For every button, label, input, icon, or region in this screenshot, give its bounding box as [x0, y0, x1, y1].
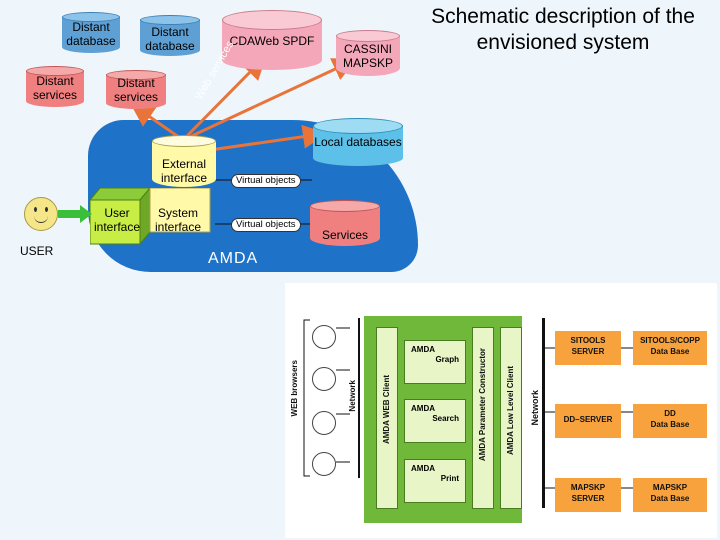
arrow-to-local-db: [209, 124, 327, 152]
distant-database-2: Distant database: [140, 15, 200, 59]
browser-bracket: [303, 319, 350, 477]
mapskp-server-box: MAPSKP SERVER: [555, 478, 621, 512]
low-level-client-label: AMDA Low Level Client: [506, 366, 515, 456]
server-connectors: [545, 347, 633, 489]
param-constructor-label: AMDA Parameter Constructor: [478, 348, 487, 462]
amda-search-title: AMDA: [411, 404, 435, 413]
amda-search-box: AMDA Search: [404, 399, 466, 443]
cassini-label: CASSINI MAPSKP: [342, 42, 393, 70]
web-browsers-label: WEB browsers: [290, 360, 299, 417]
cassini-mapskp: CASSINI MAPSKP: [336, 30, 400, 78]
mapskp-database-box: MAPSKP Data Base: [633, 478, 707, 512]
amda-label: AMDA: [208, 250, 259, 267]
amda-web-client-bar: [376, 327, 398, 509]
services: Services: [310, 200, 380, 248]
amda-graph-title: AMDA: [411, 345, 435, 354]
interface-box: [90, 188, 211, 246]
arrow-to-cdaweb: [181, 55, 267, 142]
amda-graph-sub: Graph: [435, 355, 459, 364]
cdaweb-label: CDAWeb SPDF: [229, 34, 315, 48]
distant-services-2: Distant services: [106, 70, 166, 112]
services-label: Services: [321, 228, 368, 242]
sitools-copp-line2: Data Base: [650, 347, 690, 356]
distant-database-1-label: Distant database: [66, 20, 116, 48]
dd-database-line1: DD: [664, 409, 676, 418]
browser-circle-1: [312, 325, 336, 349]
browser-circle-3: [312, 411, 336, 435]
amda-web-client-label: AMDA WEB Client: [382, 375, 391, 445]
page-title: Schematic description of the envisioned …: [431, 5, 695, 54]
sitools-copp-line1: SITOOLS/COPP: [640, 336, 700, 345]
virtual-objects-1: Virtual objects: [231, 174, 301, 188]
distant-services-1: Distant services: [26, 66, 84, 110]
user-interface-label: User interface: [93, 206, 141, 234]
sitools-server-line2: SERVER: [571, 347, 605, 356]
amda-print-sub: Print: [440, 474, 459, 483]
low-level-client-bar: [500, 327, 522, 509]
arrow-to-cassini: [182, 58, 357, 142]
dd-server-line1: DD–SERVER: [563, 415, 613, 424]
user-label: USER: [20, 244, 54, 258]
amda-print-title: AMDA: [411, 464, 435, 473]
network-left-label: Network: [348, 380, 357, 412]
distant-database-2-label: Distant database: [145, 25, 195, 53]
dd-server-box: DD–SERVER: [555, 404, 621, 438]
virtual-objects-2: Virtual objects: [231, 218, 301, 232]
browser-circle-2: [312, 367, 336, 391]
network-right-label: Network: [530, 390, 540, 426]
network-left-bar: [358, 318, 360, 478]
mapskp-server-line1: MAPSKP: [570, 483, 606, 492]
user-arrow-icon: [58, 205, 92, 223]
distant-services-1-label: Distant services: [32, 74, 77, 102]
param-constructor-bar: [472, 327, 494, 509]
distant-services-2-label: Distant services: [113, 76, 158, 104]
user-smiley-icon: [24, 197, 58, 231]
sitools-copp-box: SITOOLS/COPP Data Base: [633, 331, 707, 365]
amda-graph-box: AMDA Graph: [404, 340, 466, 384]
local-databases: Local databases: [313, 118, 403, 168]
system-interface-label: System interface: [154, 206, 202, 234]
cdaweb-spdf: CDAWeb SPDF: [222, 10, 322, 72]
dd-database-line2: Data Base: [650, 420, 690, 429]
mapskp-database-line1: MAPSKP: [652, 483, 688, 492]
mapskp-database-line2: Data Base: [650, 494, 690, 503]
browser-circle-4: [312, 452, 336, 476]
external-interface: External interface: [152, 135, 216, 190]
sitools-server-line1: SITOOLS: [570, 336, 606, 345]
sitools-server-box: SITOOLS SERVER: [555, 331, 621, 365]
distant-database-1: Distant database: [62, 12, 120, 56]
network-right-bar: [542, 318, 545, 508]
dd-database-box: DD Data Base: [633, 404, 707, 438]
local-databases-label: Local databases: [314, 135, 402, 149]
amda-search-sub: Search: [432, 414, 459, 423]
mapskp-server-line2: SERVER: [571, 494, 605, 503]
external-interface-label: External interface: [160, 157, 208, 185]
amda-print-box: AMDA Print: [404, 459, 466, 503]
